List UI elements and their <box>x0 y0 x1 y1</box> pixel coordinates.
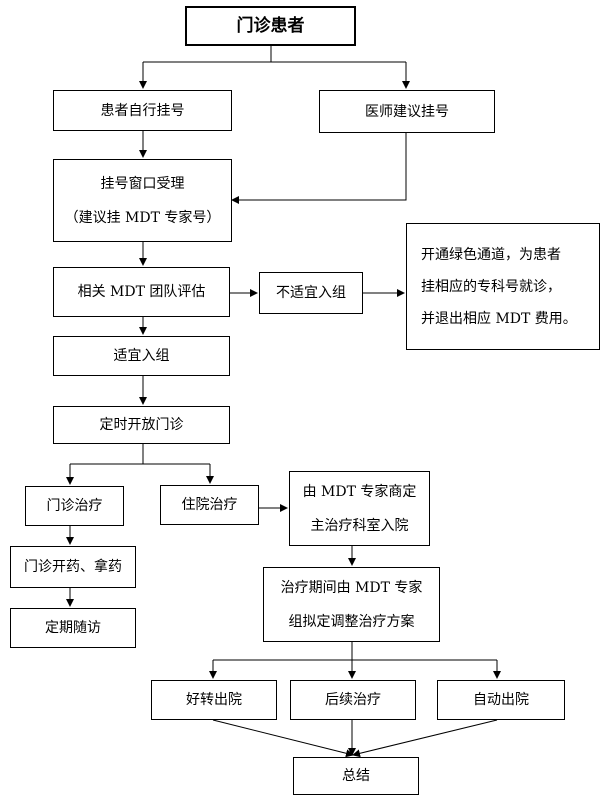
node-improved-discharge: 好转出院 <box>151 680 277 720</box>
node-inpatient-treatment: 住院治疗 <box>160 485 259 525</box>
mdt-plan-line-2: 组拟定调整治疗方案 <box>288 613 415 630</box>
green-channel-line-2: 挂相应的专科号就诊， <box>421 278 561 295</box>
green-channel-line-1: 开通绿色通道，为患者 <box>421 246 561 263</box>
node-continued-treatment: 后续治疗 <box>290 680 416 720</box>
node-outpatient-treatment: 门诊治疗 <box>25 486 124 526</box>
connector-plan-split <box>213 642 497 661</box>
node-registration-window: 挂号窗口受理 （建议挂 MDT 专家号） <box>53 159 232 242</box>
mdt-plan-line-1: 治疗期间由 MDT 专家 <box>280 579 423 596</box>
node-self-registration: 患者自行挂号 <box>53 90 232 131</box>
node-outpatient-patient: 门诊患者 <box>185 6 356 46</box>
node-regular-followup: 定期随访 <box>10 608 136 648</box>
node-mdt-adjusts-plan: 治疗期间由 MDT 专家 组拟定调整治疗方案 <box>263 567 440 642</box>
node-mdt-team-assessment: 相关 MDT 团队评估 <box>53 267 230 317</box>
green-channel-line-3: 并退出相应 MDT 费用。 <box>421 310 577 327</box>
node-outpatient-prescription: 门诊开药、拿药 <box>10 546 136 588</box>
node-scheduled-clinic: 定时开放门诊 <box>53 406 230 444</box>
node-suitable: 适宜入组 <box>53 336 230 376</box>
node-not-suitable: 不适宜入组 <box>259 272 363 314</box>
arrow-improved-to-summary <box>212 719 354 758</box>
mdt-department-line-2: 主治疗科室入院 <box>310 517 409 534</box>
registration-window-line-2: （建议挂 MDT 专家号） <box>64 209 221 226</box>
connector-root-split <box>143 46 406 63</box>
connector-clinic-split <box>70 444 210 465</box>
arrow-doctor-to-window <box>231 133 407 204</box>
mdt-department-line-1: 由 MDT 专家商定 <box>302 483 417 500</box>
registration-window-line-1: 挂号窗口受理 <box>100 175 185 192</box>
node-mdt-decides-department: 由 MDT 专家商定 主治疗科室入院 <box>289 471 430 546</box>
arrow-voluntary-to-summary <box>352 719 498 758</box>
node-doctor-suggested-registration: 医师建议挂号 <box>319 90 495 133</box>
node-voluntary-discharge: 自动出院 <box>437 680 565 720</box>
node-green-channel-note: 开通绿色通道，为患者 挂相应的专科号就诊， 并退出相应 MDT 费用。 <box>406 223 600 350</box>
node-summary: 总结 <box>293 757 419 795</box>
